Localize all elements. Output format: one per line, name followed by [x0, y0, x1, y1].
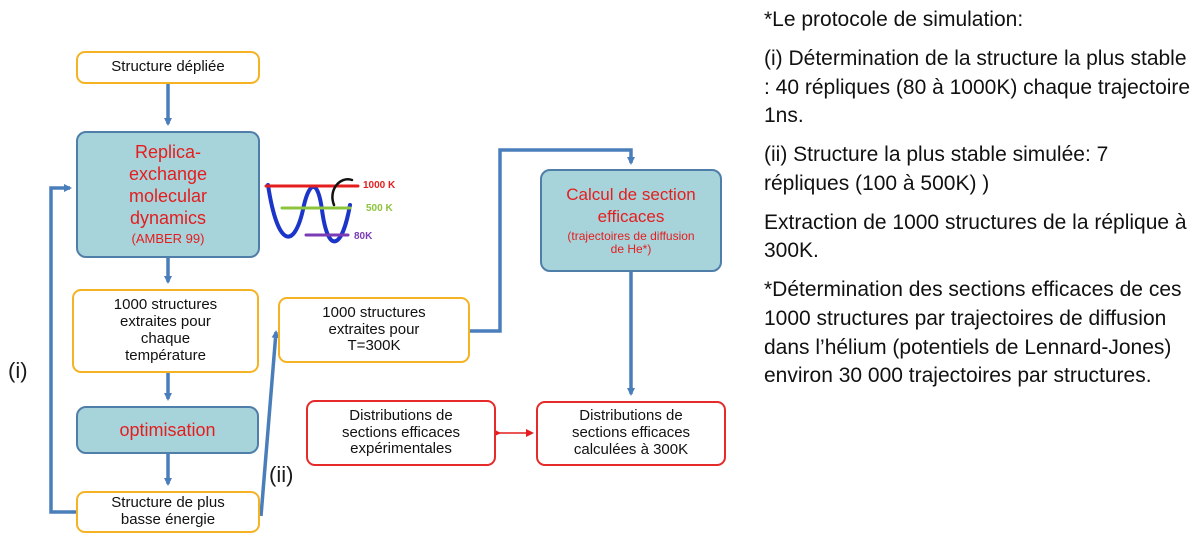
level-1000k-label: 1000 K: [363, 180, 396, 191]
extract-300k-line1: 1000 structures: [322, 303, 426, 321]
level-80k-label: 80K: [354, 231, 373, 242]
protocol-determination: *Détermination des sections efficaces de…: [764, 278, 1182, 388]
lowest-energy-line2: basse énergie: [120, 511, 216, 528]
optimisation-label: optimisation: [119, 419, 216, 440]
extract-300k-line3: T=300K: [347, 337, 401, 355]
loop-i-connector: [49, 184, 76, 514]
dist-calc-line3: calculées à 300K: [573, 440, 689, 458]
extract-each-line1: 1000 structures: [113, 296, 218, 314]
energy-landscape: [264, 178, 360, 244]
level-500k-label: 500 K: [366, 203, 393, 214]
extract-each-temp-box: 1000 structures extraites pour chaque te…: [72, 289, 259, 373]
cross-section-calc-title: Calcul de section efficaces: [566, 185, 696, 226]
extract-300k-box: 1000 structures extraites pour T=300K: [278, 297, 470, 363]
remd-subtitle: (AMBER 99): [131, 231, 205, 247]
dist-exp-line1: Distributions de: [349, 406, 453, 424]
remd-title: Replica-exchange molecular dynamics: [128, 142, 208, 229]
protocol-step-ii: (ii) Structure la plus stable simulée: 7…: [764, 143, 1109, 195]
cross-section-calc-subtitle: (trajectoires de diffusion de He*): [567, 228, 695, 257]
extract-each-line3: chaque: [140, 330, 191, 347]
arrow-extract300-to-calc: [470, 148, 635, 333]
protocol-step-i: (i) Détermination de la structure la plu…: [764, 46, 1191, 128]
extract-each-line2: extraites pour: [120, 313, 211, 331]
dist-exp-line2: sections efficaces: [341, 423, 461, 441]
extract-300k-line2: extraites pour: [328, 320, 420, 338]
remd-box: Replica-exchange molecular dynamics (AMB…: [76, 131, 260, 258]
transition-arc: [331, 178, 354, 207]
extract-each-line4: température: [125, 346, 206, 364]
lowest-energy-box: Structure de plus basse énergie: [76, 491, 260, 533]
arrow-ii-diagonal: [259, 330, 280, 517]
dist-calc-line2: sections efficaces: [571, 424, 691, 442]
cross-section-calc-box: Calcul de section efficaces (trajectoire…: [540, 169, 722, 272]
loop-label-ii: (ii): [269, 462, 294, 487]
energy-curve: [266, 183, 352, 244]
dist-exp-line3: expérimentales: [350, 440, 452, 458]
flow-arrows: [49, 84, 635, 517]
dist-experimental-box: Distributions de sections efficaces expé…: [306, 400, 496, 466]
dist-calc-line1: Distributions de: [579, 407, 683, 425]
protocol-description: *Le protocole de simulation: (i) Détermi…: [764, 6, 1194, 401]
unfolded-structure-box: Structure dépliée: [76, 51, 260, 84]
optimisation-box: optimisation: [76, 406, 259, 454]
unfolded-structure-label: Structure dépliée: [111, 58, 225, 76]
protocol-extraction: Extraction de 1000 structures de la répl…: [764, 210, 1187, 263]
protocol-heading: *Le protocole de simulation:: [764, 8, 1024, 31]
dist-calculated-box: Distributions de sections efficaces calc…: [536, 401, 726, 466]
lowest-energy-line1: Structure de plus: [111, 494, 225, 512]
loop-label-i: (i): [8, 358, 28, 383]
